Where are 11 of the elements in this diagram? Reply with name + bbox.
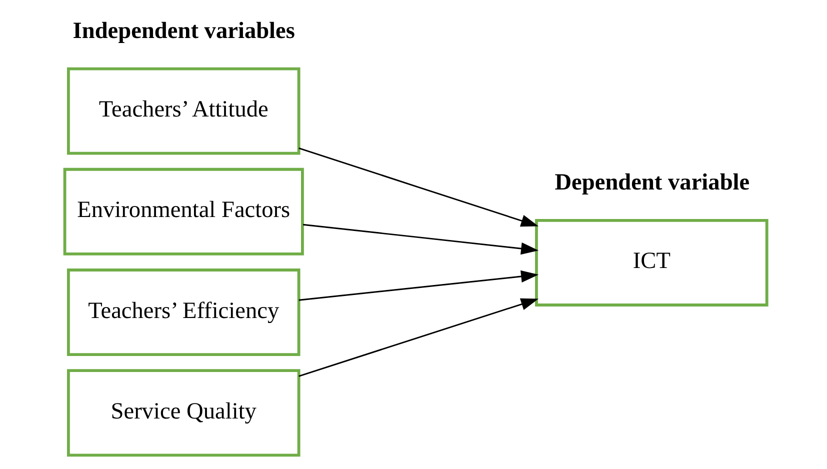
arrow xyxy=(298,146,538,226)
node-box: ICT xyxy=(534,218,768,306)
label: Independent variables xyxy=(72,17,294,44)
arrow xyxy=(298,298,538,376)
node-box: Teachers’ Efficiency xyxy=(66,268,300,356)
label: Dependent variable xyxy=(554,169,750,196)
node-box: Environmental Factors xyxy=(62,167,304,255)
arrow xyxy=(302,223,538,254)
node-box: Teachers’ Attitude xyxy=(66,66,300,154)
node-box: Service Quality xyxy=(66,368,300,456)
arrow xyxy=(298,270,538,300)
